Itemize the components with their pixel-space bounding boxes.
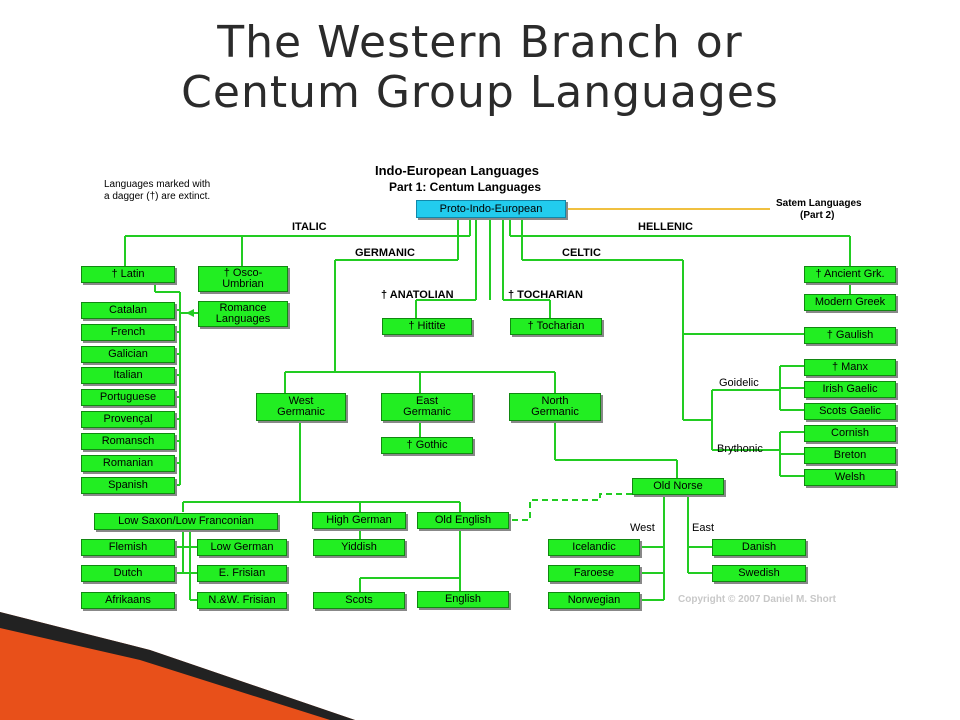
node-galician: Galician bbox=[81, 346, 175, 363]
node-nw-frisian: N.&W. Frisian bbox=[197, 592, 287, 609]
slide-title-line2: Centum Group Languages bbox=[181, 67, 779, 118]
node-west-germanic: West Germanic bbox=[256, 393, 346, 421]
branch-anatolian: † ANATOLIAN bbox=[381, 289, 454, 301]
node-east-germanic: East Germanic bbox=[381, 393, 473, 421]
node-norwegian: Norwegian bbox=[548, 592, 640, 609]
node-faroese: Faroese bbox=[548, 565, 640, 582]
branch-tocharian: † TOCHARIAN bbox=[508, 289, 583, 301]
node-swedish: Swedish bbox=[712, 565, 806, 582]
node-gothic: † Gothic bbox=[381, 437, 473, 454]
node-scots: Scots bbox=[313, 592, 405, 609]
node-low-german: Low German bbox=[197, 539, 287, 556]
node-provencal: Provençal bbox=[81, 411, 175, 428]
node-italian: Italian bbox=[81, 367, 175, 384]
branch-goidelic: Goidelic bbox=[719, 377, 759, 389]
node-romance-languages: Romance Languages bbox=[198, 301, 288, 327]
node-afrikaans: Afrikaans bbox=[81, 592, 175, 609]
node-icelandic: Icelandic bbox=[548, 539, 640, 556]
chart-title-line2: Part 1: Centum Languages bbox=[389, 180, 542, 194]
extinct-note-line1: Languages marked with bbox=[104, 179, 211, 190]
chart-title-line1: Indo-European Languages bbox=[375, 163, 539, 178]
branch-celtic: CELTIC bbox=[562, 247, 601, 259]
node-flemish: Flemish bbox=[81, 539, 175, 556]
node-irish-gaelic: Irish Gaelic bbox=[804, 381, 896, 398]
node-ancient-greek: † Ancient Grk. bbox=[804, 266, 896, 283]
node-proto-indo-european: Proto-Indo-European bbox=[416, 200, 566, 218]
node-latin: † Latin bbox=[81, 266, 175, 283]
branch-italic: ITALIC bbox=[292, 221, 327, 233]
node-scots-gaelic: Scots Gaelic bbox=[804, 403, 896, 420]
node-modern-greek: Modern Greek bbox=[804, 294, 896, 311]
node-cornish: Cornish bbox=[804, 425, 896, 442]
branch-germanic: GERMANIC bbox=[355, 247, 415, 259]
node-manx: † Manx bbox=[804, 359, 896, 376]
node-e-frisian: E. Frisian bbox=[197, 565, 287, 582]
node-romanian: Romanian bbox=[81, 455, 175, 472]
extinct-note-line2: a dagger (†) are extinct. bbox=[104, 191, 211, 202]
node-dutch: Dutch bbox=[81, 565, 175, 582]
node-gaulish: † Gaulish bbox=[804, 327, 896, 344]
node-danish: Danish bbox=[712, 539, 806, 556]
node-high-german: High German bbox=[312, 512, 406, 529]
node-catalan: Catalan bbox=[81, 302, 175, 319]
branch-west-norse: West bbox=[630, 522, 655, 534]
slide-title-line1: The Western Branch or bbox=[217, 17, 743, 68]
satem-label-line1: Satem Languages bbox=[776, 198, 862, 209]
node-low-saxon-low-franconian: Low Saxon/Low Franconian bbox=[94, 513, 278, 530]
node-osco-umbrian: † Osco- Umbrian bbox=[198, 266, 288, 292]
branch-hellenic: HELLENIC bbox=[638, 221, 693, 233]
copyright-text: Copyright © 2007 Daniel M. Short bbox=[678, 594, 836, 605]
slide-title: The Western Branch or Centum Group Langu… bbox=[0, 18, 960, 118]
decorative-swoosh-shadow bbox=[0, 612, 355, 720]
node-hittite: † Hittite bbox=[382, 318, 472, 335]
node-tocharian: † Tocharian bbox=[510, 318, 602, 335]
node-spanish: Spanish bbox=[81, 477, 175, 494]
branch-east-norse: East bbox=[692, 522, 715, 534]
node-yiddish: Yiddish bbox=[313, 539, 405, 556]
node-portuguese: Portuguese bbox=[81, 389, 175, 406]
node-french: French bbox=[81, 324, 175, 341]
node-north-germanic: North Germanic bbox=[509, 393, 601, 421]
node-old-english: Old English bbox=[417, 512, 509, 529]
node-romansch: Romansch bbox=[81, 433, 175, 450]
branch-brythonic: Brythonic bbox=[717, 443, 763, 455]
satem-label-line2: (Part 2) bbox=[800, 210, 835, 221]
node-english: English bbox=[417, 591, 509, 608]
node-welsh: Welsh bbox=[804, 469, 896, 486]
node-old-norse: Old Norse bbox=[632, 478, 724, 495]
node-breton: Breton bbox=[804, 447, 896, 464]
